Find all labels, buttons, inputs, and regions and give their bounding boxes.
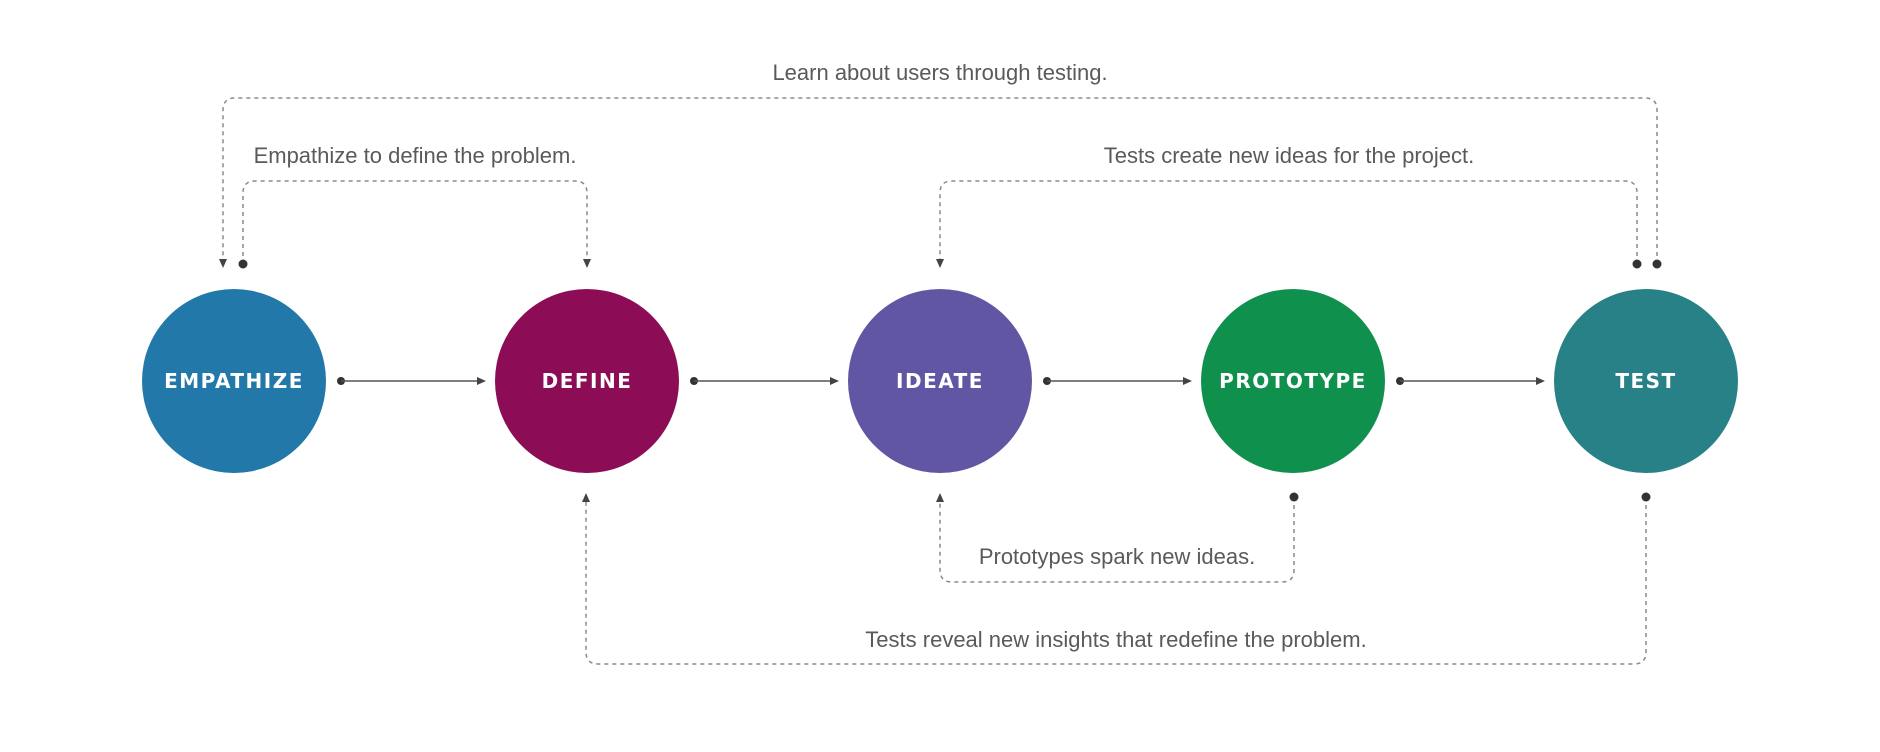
stage-prototype[interactable]: PROTOTYPE [1201,289,1385,473]
arrowhead [583,259,591,268]
stage-label: TEST [1615,369,1677,393]
connector-dot [238,259,248,269]
caption-empathize-define: Empathize to define the problem. [253,143,577,168]
stage-ideate[interactable]: IDEATE [848,289,1032,473]
stage-define[interactable]: DEFINE [495,289,679,473]
stage-empathize[interactable]: EMPATHIZE [142,289,326,473]
stage-label: IDEATE [896,369,984,393]
forward-connectors [337,377,1545,385]
arrowhead [1536,377,1545,385]
stage-label: EMPATHIZE [164,369,304,393]
loop-prototypes-spark-path [939,497,1295,583]
connector-dot [1289,492,1299,502]
arrowhead [936,259,944,268]
arrowhead [582,493,590,502]
connector-dot [1632,259,1642,269]
caption-tests-reveal: Tests reveal new insights that redefine … [865,627,1367,652]
arrowhead [1183,377,1192,385]
connector-dot [1641,492,1651,502]
arrowhead [830,377,839,385]
caption-learn: Learn about users through testing. [772,60,1108,85]
stage-label: PROTOTYPE [1219,369,1367,393]
arrowhead [219,259,227,268]
arrowhead [477,377,486,385]
stage-label: DEFINE [541,369,633,393]
arrowhead [936,493,944,502]
caption-tests-ideas: Tests create new ideas for the project. [1103,143,1475,168]
loop-tests-ideas-path [939,180,1638,264]
stage-test[interactable]: TEST [1554,289,1738,473]
loop-tests-reveal-path [585,497,1647,665]
caption-prototypes-spark: Prototypes spark new ideas. [978,544,1256,569]
loop-empathize-define-path [242,180,588,264]
connector-dot [1652,259,1662,269]
